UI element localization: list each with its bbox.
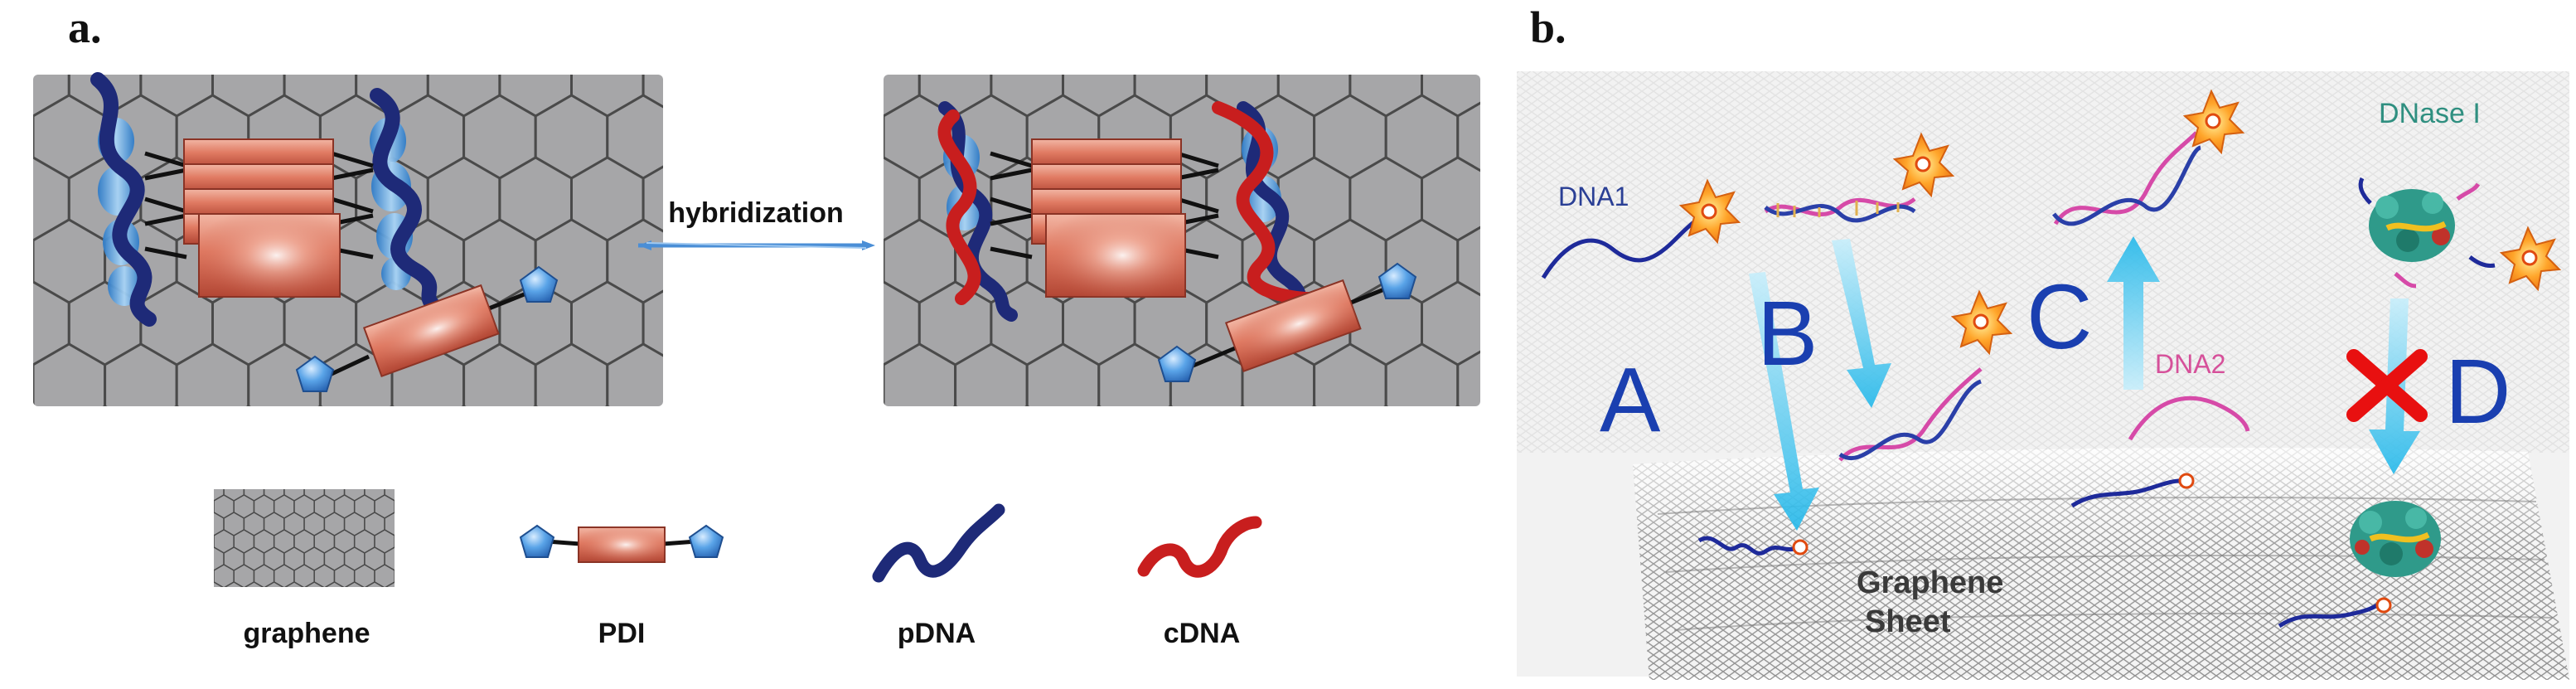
- graphene-hexagon: [776, 282, 848, 365]
- dna2-strand: [2128, 395, 2250, 441]
- graphene-hexagon: [184, 547, 204, 570]
- dnase-enzyme-sheet: [2350, 501, 2441, 577]
- graphene-hexagon: [1097, 342, 1172, 406]
- graphene-hexagon: [175, 342, 250, 406]
- dna-fragments: [2358, 177, 2496, 289]
- graphene-hexagon: [304, 581, 325, 587]
- duplex-complex-right: [937, 101, 1316, 322]
- graphene-hexagon: [534, 342, 609, 406]
- graphene-hexagon: [1025, 342, 1101, 406]
- graphene-hexagon: [214, 570, 215, 583]
- legend-pdna-label: pDNA: [898, 618, 976, 649]
- graphene-hexagon: [365, 581, 385, 587]
- graphene-hexagon: [679, 220, 751, 303]
- dnase-label: DNase I: [2379, 98, 2481, 129]
- graphene-hexagon: [214, 581, 224, 587]
- graphene-hexagon: [33, 342, 35, 406]
- graphene-hexagon: [104, 342, 178, 406]
- panel-a-label: a.: [68, 2, 102, 52]
- graphene-hexagon: [184, 478, 204, 501]
- graphene-hexagon: [324, 581, 345, 587]
- graphene-hexagon: [284, 581, 304, 587]
- duplex-b-top: [1764, 197, 1916, 223]
- graphene-hexagon: [264, 581, 284, 587]
- graphene-hexagon: [884, 342, 957, 406]
- graphene-hexagon: [884, 94, 885, 180]
- arrow-a: [1749, 272, 1819, 531]
- dnase-enzyme-top: [2369, 189, 2455, 262]
- graphene-hexagon: [184, 582, 204, 605]
- arrow-b: [1832, 239, 1891, 408]
- dna1-strand: [1541, 215, 1710, 279]
- graphene-hexagon: [394, 570, 395, 583]
- hybridization-arrow: [638, 240, 875, 250]
- graphene-hexagon: [344, 581, 365, 587]
- graphene-hexagon: [214, 535, 215, 548]
- graphene-sheet-label-line2: Sheet: [1865, 604, 1951, 639]
- graphene-hexagon: [462, 342, 537, 406]
- step-c-letter: C: [2026, 266, 2092, 368]
- pdi-molecule-right: [1157, 262, 1417, 382]
- pdi-stack-right: [1031, 138, 1186, 298]
- legend-pdi-swatch: [519, 524, 724, 563]
- step-a-letter: A: [1600, 349, 1661, 451]
- graphene-hexagon: [394, 535, 395, 548]
- step-d-letter: D: [2445, 341, 2511, 443]
- legend-cdna-swatch: [1137, 516, 1262, 578]
- graphene-hexagon: [33, 94, 35, 180]
- graphene-hexagon: [884, 218, 885, 304]
- graphene-hexagon: [244, 581, 264, 587]
- pdna-complex-left: [90, 72, 443, 327]
- graphene-hexagon: [884, 342, 885, 406]
- adsorbed-dna-d: [2278, 603, 2379, 628]
- adsorbed-dna-c: [2070, 478, 2181, 508]
- adsorbed-dna-a: [1697, 536, 1795, 556]
- graphene-hexagon: [1313, 342, 1387, 406]
- graphene-hexagon: [385, 581, 395, 587]
- pdi-molecule-left: [295, 265, 559, 392]
- legend-graphene-swatch: [184, 478, 395, 605]
- graphene-hexagon: [224, 581, 245, 587]
- graphene-hexagon: [318, 342, 394, 406]
- graphene-hexagon: [33, 342, 107, 406]
- dna1-label: DNA1: [1558, 182, 1629, 211]
- graphene-hexagon: [776, 33, 848, 116]
- legend-pdi-label: PDI: [598, 618, 646, 649]
- graphene-hexagon: [33, 218, 35, 304]
- graphene-hexagon: [1456, 342, 1480, 406]
- graphene-hexagon: [394, 500, 395, 513]
- graphene-hexagon: [606, 342, 663, 406]
- duplex-c-top: [2052, 131, 2202, 226]
- graphene-sheet-b: [1633, 448, 2569, 680]
- pdi-stack-left: [183, 138, 341, 298]
- graphene-hexagon: [679, 95, 751, 178]
- legend-pdna-swatch: [872, 503, 1005, 583]
- graphene-hexagon: [184, 512, 204, 536]
- block-cross: [2346, 349, 2428, 422]
- step-b-letter: B: [1757, 283, 1818, 385]
- graphene-hexagon: [214, 500, 215, 513]
- duplex-b-bottom: [1838, 367, 1983, 462]
- graphene-hexagon: [679, 344, 751, 427]
- legend-cdna-label: cDNA: [1164, 618, 1241, 649]
- panel-b-label: b.: [1530, 2, 1566, 52]
- dna2-label: DNA2: [2155, 349, 2225, 379]
- graphene-sheet-label-line1: Graphene: [1857, 565, 2003, 600]
- graphene-hexagon: [954, 342, 1029, 406]
- legend-graphene-label: graphene: [243, 618, 370, 649]
- arrow-c: [2107, 236, 2160, 390]
- graphene-hexagon: [1384, 342, 1460, 406]
- hybridization-label: hybridization: [668, 197, 844, 229]
